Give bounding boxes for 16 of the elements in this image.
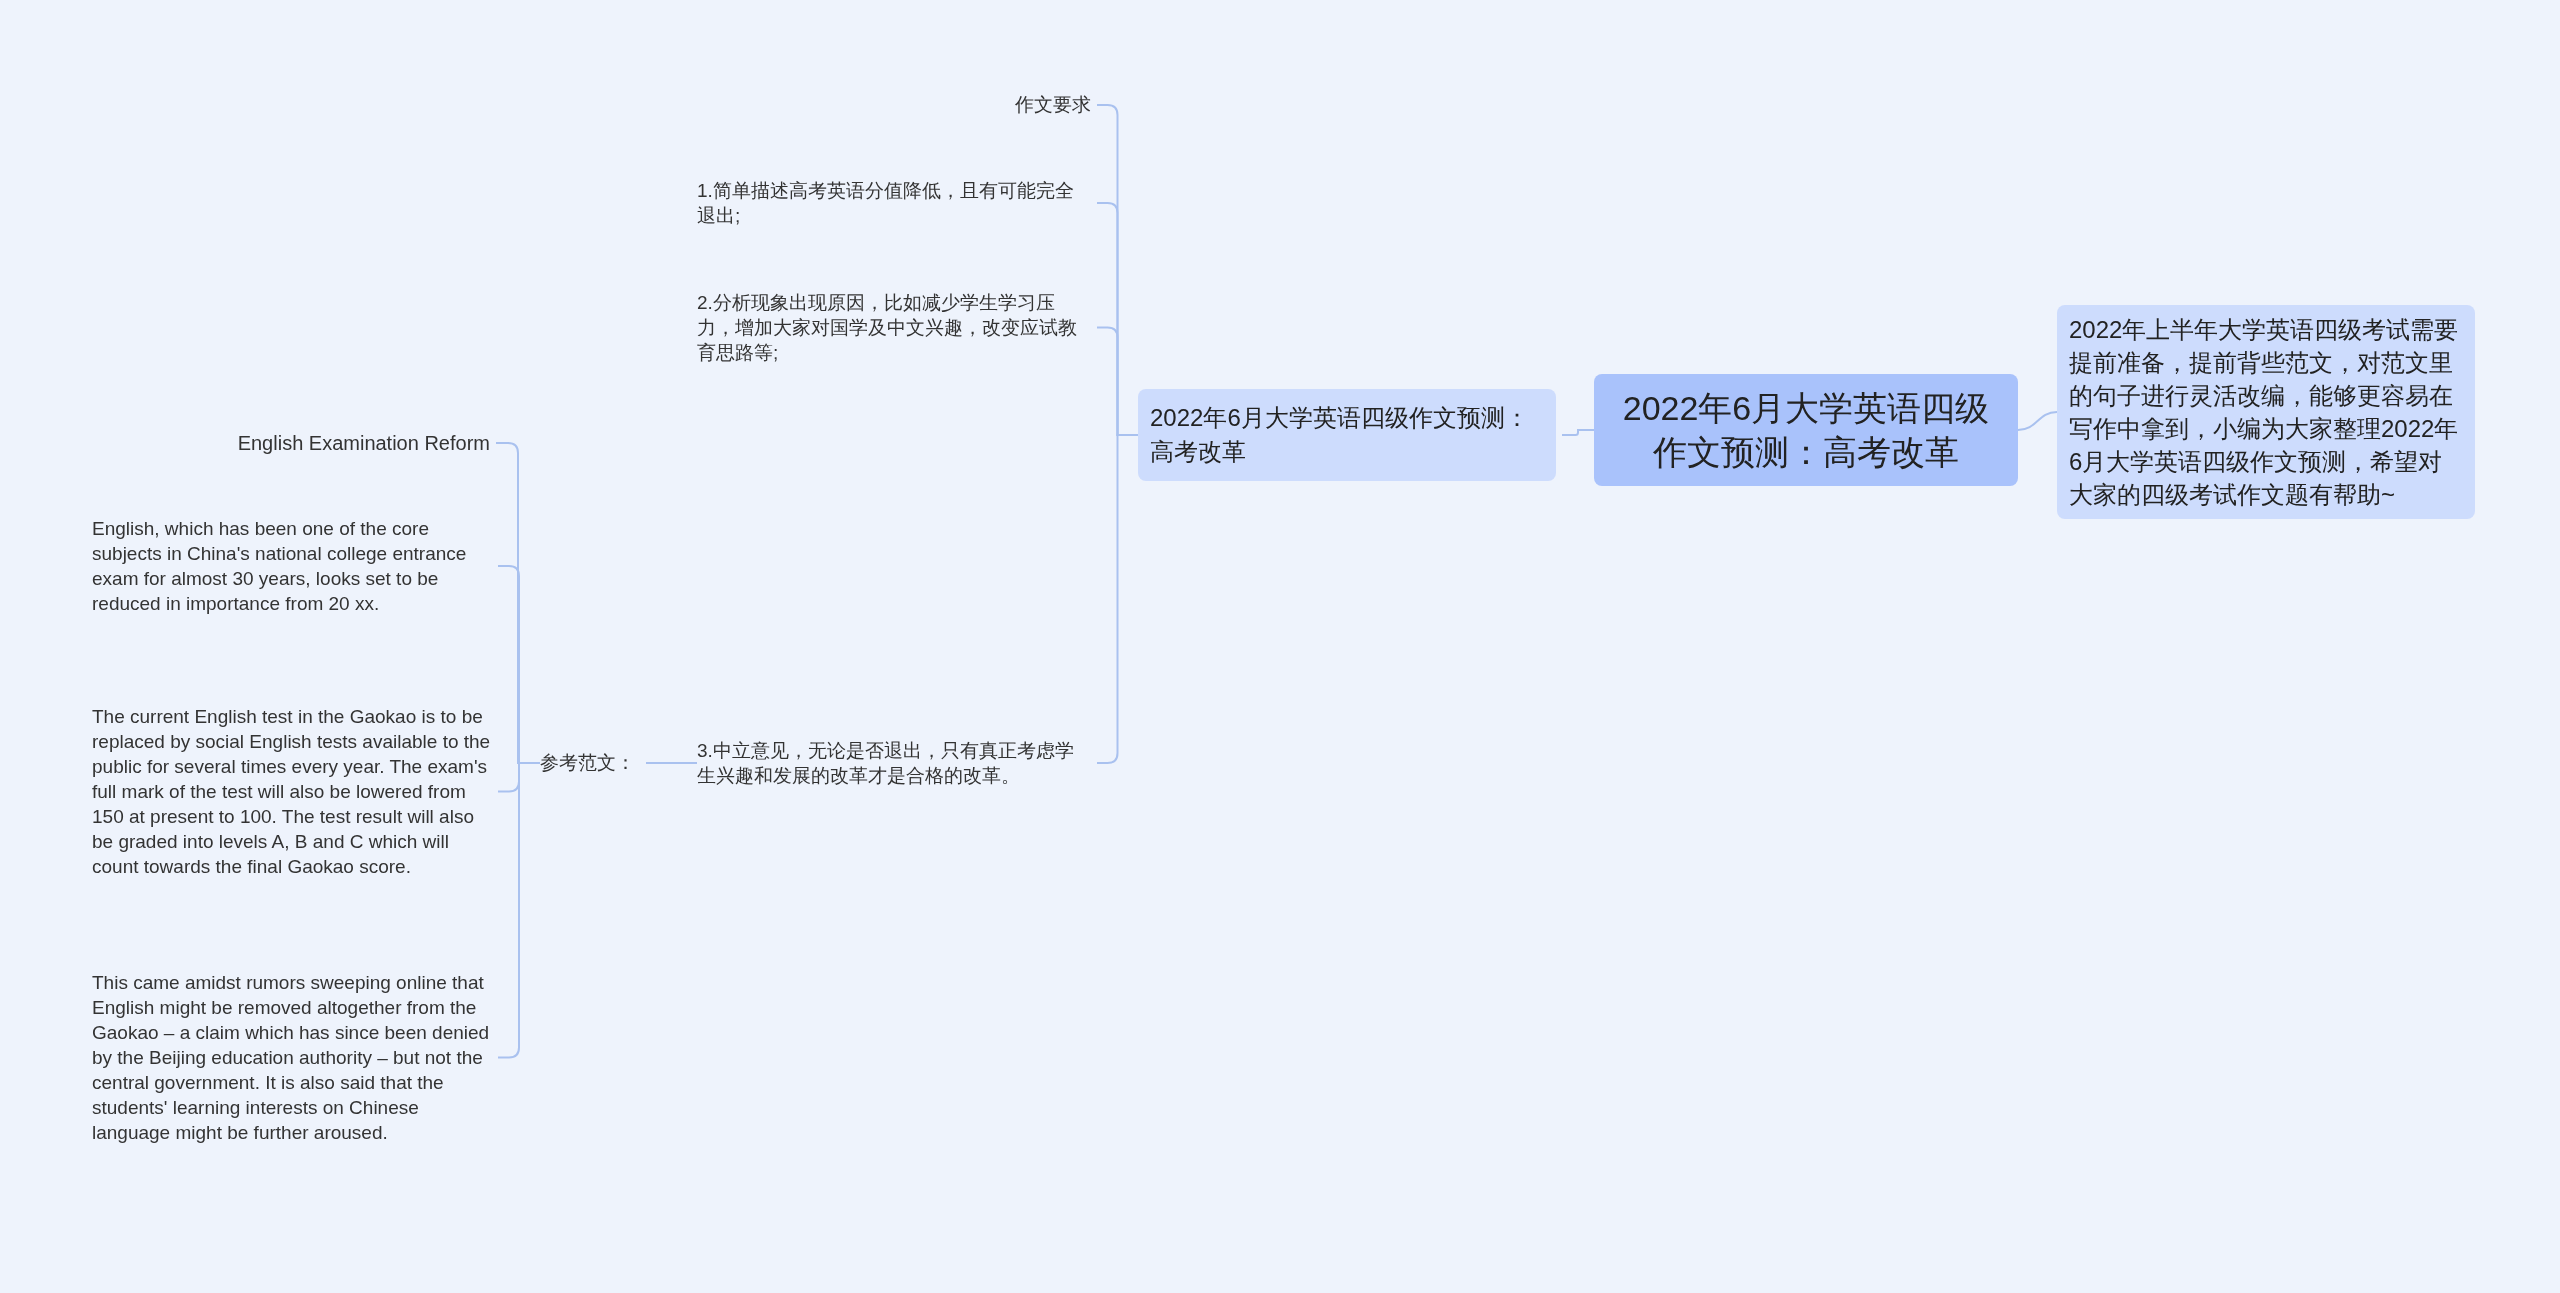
paragraph-text: This came amidst rumors sweeping online that English might be removed altogether from the Gaokao – a claim which has since been denied by the Beijing education authority – but not the central government. It is also said that the students' learning interests on Chinese language might be further aroused. (92, 970, 492, 1145)
topic-text: 2.分析现象出现原因，比如减少学生学习压力，增加大家对国学及中文兴趣，改变应试教育思路等; (697, 290, 1091, 365)
topic-text: 参考范文： (540, 750, 640, 776)
connector-line (1096, 434, 1139, 764)
connector-line (645, 762, 698, 764)
subtopic-box: 2022年6月大学英语四级作文预测：高考改革 (1138, 389, 1556, 481)
connector-line (1561, 429, 1595, 436)
topic-text: English Examination Reform (150, 430, 490, 456)
connector-line (2017, 411, 2058, 431)
central-topic-box: 2022年6月大学英语四级作文预测：高考改革 (1594, 374, 2018, 486)
topic-text: 1.简单描述高考英语分值降低，且有可能完全退出; (697, 178, 1091, 228)
topic-text: 3.中立意见，无论是否退出，只有真正考虑学生兴趣和发展的改革才是合格的改革。 (697, 738, 1091, 788)
paragraph-text: English, which has been one of the core subjects in China's national college entrance exam for almost 30 years, looks set to be reduced in importance from 20 xx. (92, 516, 492, 616)
paragraph-text: The current English test in the Gaokao is to be replaced by social English tests available to the public for several times every year. The exam's full mark of the test will also be lowered from 150 at present to 100. The test result will also be graded into levels A, B and C which will count towards the final Gaokao score. (92, 704, 492, 879)
note-box: 2022年上半年大学英语四级考试需要提前准备，提前背些范文，对范文里的句子进行灵活改编，能够更容易在写作中拿到，小编为大家整理2022年6月大学英语四级作文预测，希望对大家的四级考试作文题有帮助~ (2057, 305, 2475, 519)
topic-text: 作文要求 (840, 92, 1091, 118)
